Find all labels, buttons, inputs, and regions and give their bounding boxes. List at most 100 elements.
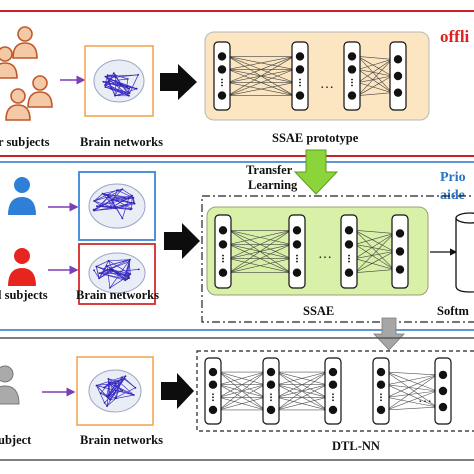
neuron [438, 370, 448, 380]
dtl-nn-label: DTL-NN [332, 439, 380, 453]
brain-node [99, 392, 102, 395]
brain-node [107, 259, 110, 262]
neuron [438, 402, 448, 412]
network-edge [357, 82, 393, 93]
brain-edge [111, 199, 123, 219]
brain-node [111, 198, 114, 201]
network-edge [228, 230, 292, 245]
neuron [292, 268, 302, 277]
network-edge [354, 269, 395, 273]
other-subjects-group [0, 26, 53, 121]
brain-edge [102, 193, 116, 209]
network-layer [214, 214, 232, 289]
brain-node [101, 192, 104, 195]
neuron [376, 367, 386, 377]
neuron [344, 268, 354, 277]
neuron [344, 240, 354, 249]
brain-edge [102, 193, 132, 209]
brain-node [106, 405, 108, 407]
brain-edge [108, 378, 125, 396]
neuron [266, 367, 276, 377]
brain-edge [105, 74, 139, 77]
brain-node [127, 272, 130, 275]
neuron [328, 380, 338, 389]
brain-edge [106, 381, 119, 397]
brain-edge [109, 275, 129, 289]
brain-edge [96, 385, 104, 388]
ellipsis-dot [221, 81, 223, 84]
brain-node [100, 204, 102, 207]
brain-node [111, 269, 114, 272]
brain-node [137, 73, 140, 76]
network-edge [354, 230, 395, 270]
brain-node [108, 381, 111, 384]
network-edge [276, 371, 328, 411]
brain-edge [108, 378, 123, 391]
network-edge [386, 373, 438, 385]
brain-node [95, 265, 98, 268]
network-edge [357, 92, 393, 96]
person-icon [0, 46, 18, 79]
test-subject-label: ubject [0, 433, 32, 447]
network-edge [354, 230, 395, 234]
prior-tag-line2: aide [440, 188, 465, 203]
brain-edge [115, 387, 136, 399]
brain-node [129, 273, 132, 275]
down-arrow [373, 317, 405, 351]
ellipsis-dot [299, 84, 301, 87]
brain-node [108, 394, 110, 397]
brain-networks-label-1: Brain networks [80, 135, 163, 149]
cylinder-icon [455, 212, 474, 293]
brain-edge [108, 196, 129, 199]
ellipsis-dot [351, 81, 353, 84]
network-layer [343, 41, 361, 111]
brain-edge [103, 378, 125, 388]
brain-node [106, 74, 109, 77]
brain-node [123, 377, 126, 380]
brain-node [128, 92, 131, 95]
person-icon [5, 88, 31, 121]
network-edge [354, 233, 395, 273]
neuron [295, 52, 305, 61]
person-icon [0, 365, 20, 405]
brain-node [102, 80, 105, 83]
ellipsis-dot [299, 81, 301, 84]
brain-node [107, 396, 109, 399]
neuron [218, 240, 228, 249]
brain-edge [104, 75, 108, 86]
brain-node [127, 274, 130, 277]
brain-node [107, 378, 110, 380]
network-edge [228, 244, 292, 273]
network-edge [386, 371, 438, 408]
brain-edge [93, 193, 103, 202]
brain-node [107, 194, 109, 197]
brain-edge [103, 78, 128, 83]
ellipsis-dot [212, 399, 214, 402]
brain-edge [111, 189, 123, 201]
ellipsis-dot [212, 396, 214, 399]
neuron [395, 247, 405, 256]
brain-node [93, 200, 95, 202]
brain-node [95, 384, 98, 387]
brain-edge [96, 385, 105, 403]
brain-edge [115, 76, 122, 85]
neuron [218, 268, 228, 277]
prior-aided-panel [0, 161, 474, 331]
network-edge [357, 59, 393, 70]
network-edge [218, 371, 266, 385]
ellipsis-dot [299, 78, 301, 81]
neuron [266, 380, 276, 389]
network-edge [357, 69, 393, 77]
neuron [347, 91, 357, 100]
ellipsis-dot [348, 260, 350, 263]
ellipsis-dot [332, 399, 334, 402]
brain-edge [122, 189, 133, 196]
neuron [393, 71, 403, 81]
network-edge [228, 230, 292, 259]
ellipsis-dot [221, 84, 223, 87]
right-arrow-icon [160, 64, 197, 100]
transfer-learning-arrow [293, 149, 339, 195]
neural-network-icon [214, 214, 409, 289]
network-layer [324, 357, 342, 425]
network-edge [227, 82, 295, 96]
